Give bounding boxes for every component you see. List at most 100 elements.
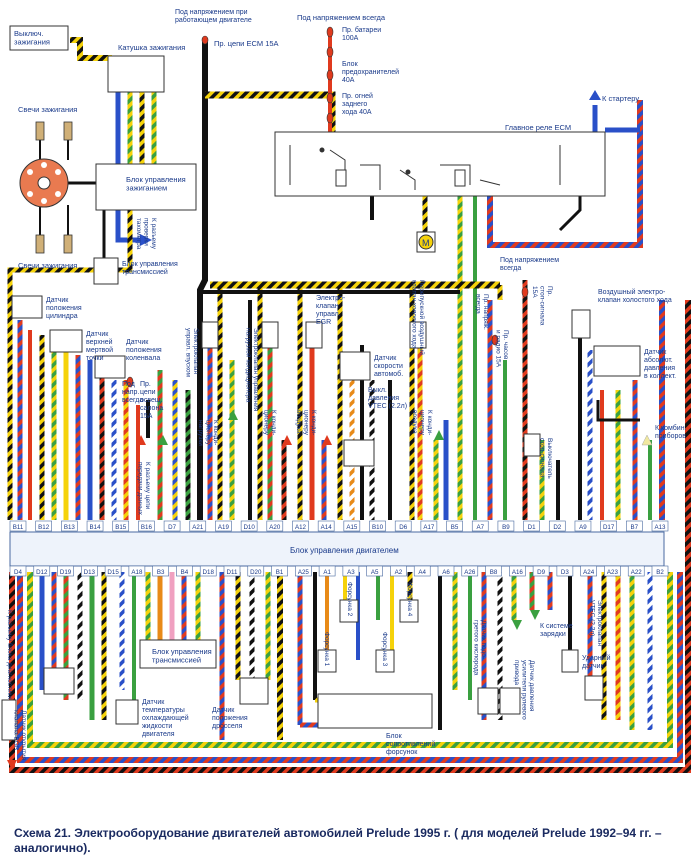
ecu-pin-label: D6 bbox=[399, 524, 407, 531]
ecu-pin bbox=[548, 520, 566, 532]
label-line: температуры bbox=[142, 707, 185, 714]
label-line: 15A bbox=[140, 413, 153, 420]
ecu-pin-label: D1 bbox=[528, 524, 536, 531]
ecu-pin-label: B3 bbox=[157, 569, 165, 576]
label-line: Под bbox=[122, 381, 135, 388]
label-line: Блок bbox=[342, 61, 359, 68]
label-line: жидкости bbox=[142, 723, 172, 730]
label-line: освещ. bbox=[140, 397, 163, 404]
label-line: К конди- bbox=[270, 410, 277, 435]
ecu-pin-label: B1 bbox=[276, 569, 284, 576]
label-inj4: Форсунка 4 bbox=[406, 582, 413, 617]
ignition-control-box bbox=[95, 163, 197, 211]
resistor-box bbox=[317, 693, 433, 729]
ecu-pin bbox=[523, 520, 540, 532]
ecu-pin-label: B7 bbox=[631, 524, 639, 531]
label-line: сопротивлений bbox=[386, 740, 435, 748]
label-line: Электроклапан bbox=[596, 600, 603, 646]
label-line: Выключатель bbox=[546, 438, 553, 479]
label-idle-bypass: Перепускной воздушныйклапан холостого хо… bbox=[411, 280, 427, 355]
label-line: Датчик bbox=[644, 349, 667, 356]
ecu-pin bbox=[9, 565, 27, 577]
label-line: клапан холостого хода bbox=[598, 297, 672, 304]
ecu-pin-label: D2 bbox=[553, 524, 561, 531]
label-line: зажигания bbox=[14, 38, 50, 47]
ecu-pin-label: B14 bbox=[90, 524, 102, 531]
label-line: VTEC (2.2л) bbox=[368, 403, 407, 410]
idle-bypass-box bbox=[409, 321, 427, 349]
ecu-pin bbox=[366, 565, 383, 577]
label-line: в коллект. bbox=[644, 373, 676, 380]
wire-harness bbox=[7, 28, 691, 773]
ecu-pin bbox=[163, 520, 181, 532]
ecu-pin-label: A4 bbox=[418, 569, 426, 576]
label-line: К конди- bbox=[426, 410, 433, 435]
label-line: тахометра bbox=[135, 218, 142, 250]
signal-arrows bbox=[7, 90, 653, 770]
label-line: автомоб. bbox=[374, 370, 403, 378]
ecu-pin bbox=[471, 520, 489, 532]
label-line: К разъему bbox=[150, 218, 157, 250]
inj3-box bbox=[375, 649, 395, 673]
ecu-pin bbox=[295, 565, 312, 577]
label-line: давления bbox=[644, 365, 675, 372]
ecu-pin bbox=[509, 565, 526, 577]
label-line: положения bbox=[126, 347, 162, 354]
label-line: К конди- bbox=[212, 420, 219, 445]
label-line: 15A bbox=[531, 286, 538, 298]
ecu-pin bbox=[271, 565, 288, 577]
label-line: Форсунка 1 bbox=[323, 632, 330, 667]
ecu-pin-label: B9 bbox=[502, 524, 510, 531]
label-line: датчик bbox=[582, 663, 605, 670]
label-line: Под напряжением bbox=[500, 257, 559, 264]
ecu-pin bbox=[138, 520, 155, 532]
label-to-ac-air: К конди-ционерувоздуха bbox=[295, 410, 317, 436]
speed-sensor-box bbox=[339, 351, 371, 381]
ecu-pin bbox=[497, 520, 515, 532]
ecu-pin bbox=[574, 520, 592, 532]
ecu-pin-label: B4 bbox=[181, 569, 189, 576]
label-line: Форсунка 3 bbox=[381, 632, 388, 667]
caption-line-2: аналогично). bbox=[14, 841, 91, 855]
tdc-box bbox=[49, 329, 83, 353]
label-line: всегда bbox=[475, 294, 482, 314]
ecu-pin bbox=[600, 520, 617, 532]
ecu-pin bbox=[112, 520, 130, 532]
label-o2: Датчик подо-гретого кислорода bbox=[473, 620, 488, 676]
label-line: работающем двигателе bbox=[175, 16, 252, 24]
label-line: Блок управления bbox=[126, 175, 186, 184]
ecu-pin-label: A9 bbox=[579, 524, 587, 531]
o2-box bbox=[477, 687, 499, 715]
ecu-pin bbox=[215, 520, 232, 532]
tps-box bbox=[239, 677, 269, 705]
label-diag: К разъему блока диагностики bbox=[6, 610, 14, 699]
label-line: клапан холостого хода bbox=[411, 280, 418, 349]
ignition-coil-box bbox=[107, 55, 165, 93]
label-line: 100A bbox=[342, 35, 359, 42]
ecu-pin bbox=[81, 565, 98, 577]
ecu-pin bbox=[420, 520, 438, 532]
ecu-pin-label: A21 bbox=[192, 524, 204, 531]
label-line: ционеру bbox=[303, 410, 310, 436]
ecu-pin-label: A7 bbox=[476, 524, 484, 531]
diagram-canvas: M B11B12B13B14B15B16D7A21A19D10A20A12A14… bbox=[1, 9, 691, 773]
label-to-ac-air2: К конди-ционерувоздуха bbox=[411, 410, 433, 436]
crank-box bbox=[94, 355, 126, 379]
ecu-pin bbox=[413, 565, 431, 577]
label-line: Блок управления bbox=[122, 261, 178, 268]
label-line: Пр. батареи bbox=[342, 26, 381, 34]
label-line: цилиндра bbox=[46, 313, 78, 320]
label-line: клапана EGR bbox=[13, 710, 20, 751]
label-line: напр. bbox=[122, 389, 139, 396]
ecu-pin bbox=[104, 565, 122, 577]
ecu-pin-label: D15 bbox=[107, 569, 119, 576]
label-line: приборов bbox=[655, 432, 686, 440]
label-line: управл. впуском bbox=[185, 328, 192, 378]
